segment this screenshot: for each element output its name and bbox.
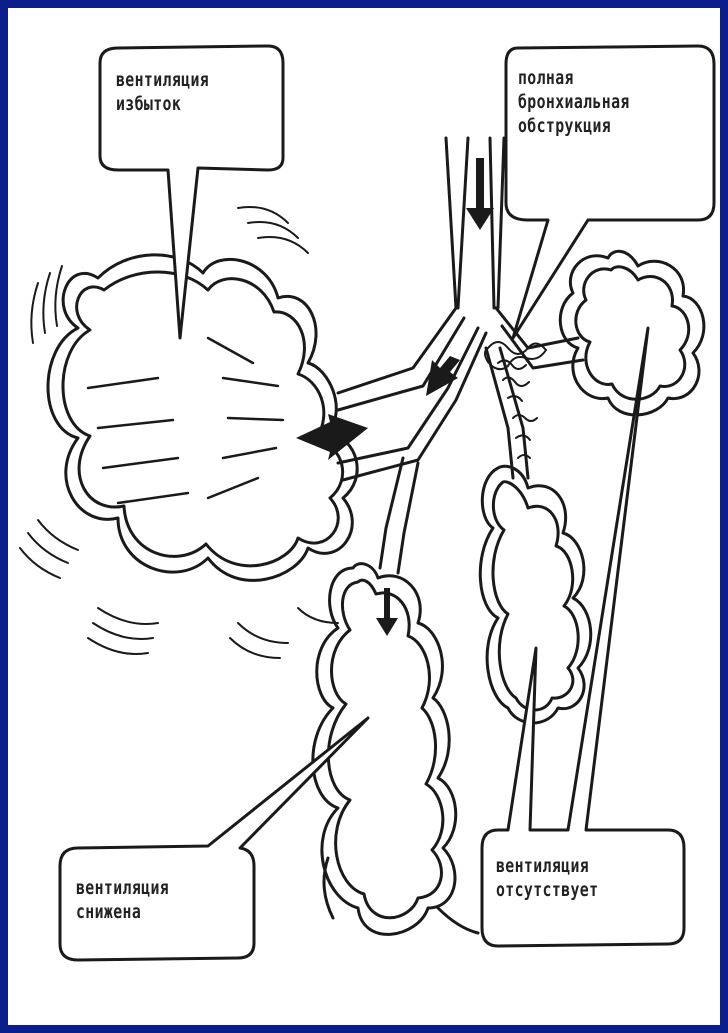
- callout-reduced-line2: снижена: [76, 900, 169, 924]
- callout-reduced-line1: вентиляция: [76, 876, 169, 900]
- left-bronchus: [338, 308, 486, 480]
- trachea: [446, 138, 504, 308]
- callout-excess-text: вентиляция избыток: [116, 68, 209, 116]
- airflow-arrows: [296, 158, 494, 636]
- callout-obstruction-line3: обструкция: [518, 114, 630, 138]
- left-arrow-bronchus: [296, 414, 368, 460]
- callout-excess-line2: избыток: [116, 92, 209, 116]
- callout-reduced-text: вентиляция снижена: [76, 876, 169, 924]
- callout-absent-line2: отсутствует: [496, 878, 598, 902]
- left-lobe-excess: [48, 255, 357, 581]
- lung-ventilation-diagram: [8, 8, 720, 1025]
- callout-absent-text: вентиляция отсутствует: [496, 854, 598, 902]
- diagram-panel: вентиляция избыток полная бронхиальная о…: [8, 8, 720, 1025]
- callout-excess-line1: вентиляция: [116, 68, 209, 92]
- callout-absent-line1: вентиляция: [496, 854, 598, 878]
- airflow-lines: [88, 338, 283, 503]
- callout-obstruction-line2: бронхиальная: [518, 90, 630, 114]
- diagonal-arrow-bronchus: [426, 356, 460, 396]
- right-upper-lobe-absent: [560, 251, 704, 415]
- right-bronchus: [486, 308, 583, 478]
- lower-bronchus: [380, 458, 418, 573]
- callout-obstruction-text: полная бронхиальная обструкция: [518, 66, 630, 138]
- callout-obstruction-line1: полная: [518, 66, 630, 90]
